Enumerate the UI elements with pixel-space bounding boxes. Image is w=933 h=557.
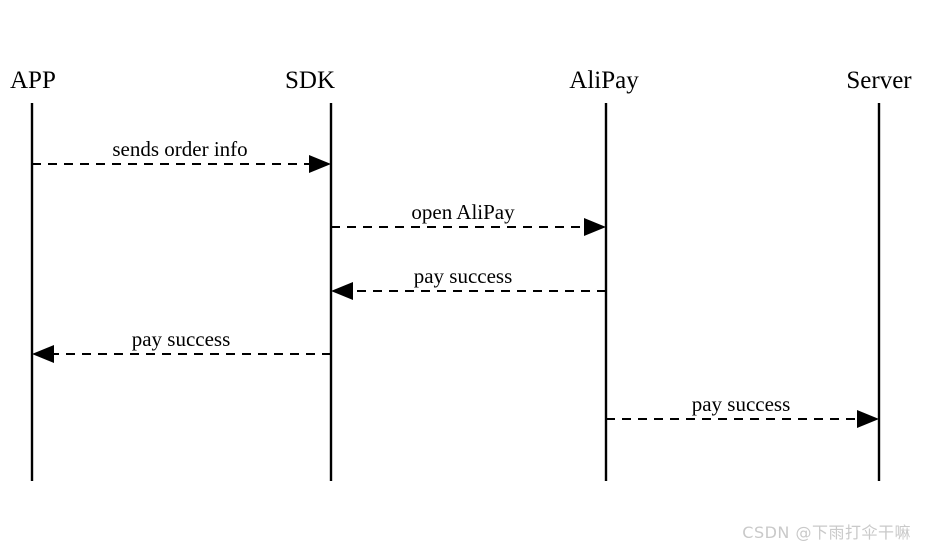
msg-pay-success-alipay-sdk-label: pay success bbox=[414, 264, 513, 288]
msg-pay-success-alipay-server-arrowhead-icon bbox=[857, 410, 879, 428]
csdn-watermark: CSDN @下雨打伞干嘛 bbox=[742, 523, 911, 542]
actor-label-alipay: AliPay bbox=[569, 67, 639, 94]
msg-open-alipay-arrowhead-icon bbox=[584, 218, 606, 236]
msg-pay-success-sdk-app: pay success bbox=[32, 327, 331, 363]
msg-pay-success-alipay-server-label: pay success bbox=[692, 392, 791, 416]
actor-label-sdk: SDK bbox=[285, 67, 335, 94]
msg-pay-success-sdk-app-label: pay success bbox=[132, 327, 231, 351]
msg-sends-order-info: sends order info bbox=[32, 137, 331, 173]
msg-sends-order-info-arrowhead-icon bbox=[309, 155, 331, 173]
actor-labels-group: APP SDK AliPay Server bbox=[10, 67, 912, 94]
actor-label-server: Server bbox=[846, 67, 912, 94]
messages-group: sends order info open AliPay pay success pa… bbox=[32, 137, 879, 428]
actor-label-app: APP bbox=[10, 67, 56, 94]
msg-pay-success-sdk-app-arrowhead-icon bbox=[32, 345, 54, 363]
msg-open-alipay-label: open AliPay bbox=[411, 200, 515, 224]
msg-pay-success-alipay-sdk-arrowhead-icon bbox=[331, 282, 353, 300]
msg-pay-success-alipay-server: pay success bbox=[606, 392, 879, 428]
msg-open-alipay: open AliPay bbox=[331, 200, 606, 236]
msg-sends-order-info-label: sends order info bbox=[112, 137, 247, 161]
msg-pay-success-alipay-sdk: pay success bbox=[331, 264, 606, 300]
